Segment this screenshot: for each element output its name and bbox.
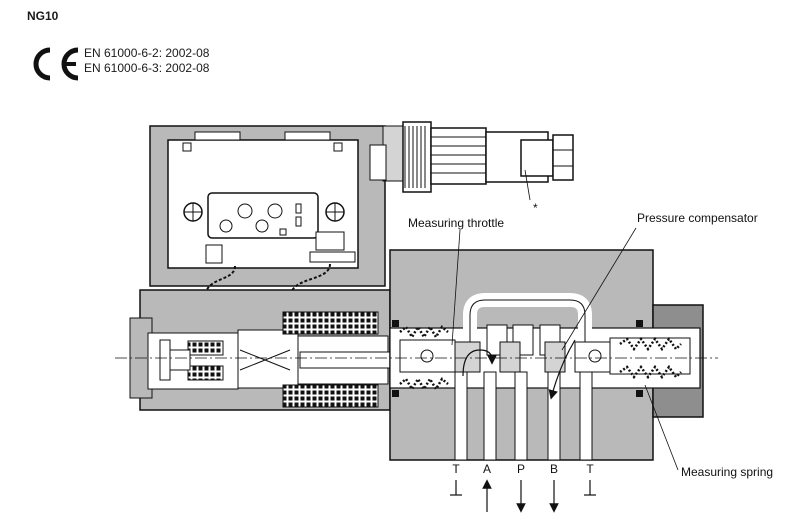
port-label-p: P xyxy=(517,462,525,476)
flow-arrow xyxy=(548,339,576,400)
model-title: NG10 xyxy=(27,9,59,23)
flow-arrow xyxy=(462,349,497,377)
callout-measuring-spring: Measuring spring xyxy=(681,465,773,479)
callout-asterisk: * xyxy=(533,201,538,215)
port-symbols xyxy=(450,479,596,513)
port-label-a: A xyxy=(483,462,491,476)
electronics-housing xyxy=(149,125,386,318)
standards-list: EN 61000-6-2: 2002-08 EN 61000-6-3: 2002… xyxy=(84,46,209,76)
port-label-t: T xyxy=(586,462,594,476)
valve-block xyxy=(389,249,704,461)
port-label-b: B xyxy=(550,462,558,476)
standard-line: EN 61000-6-3: 2002-08 xyxy=(84,61,210,75)
throttle-adjuster xyxy=(369,121,574,193)
callout-pressure-compensator: Pressure compensator xyxy=(637,211,758,225)
solenoid-body xyxy=(129,289,391,411)
ce-mark-icon xyxy=(33,47,79,81)
standard-line: EN 61000-6-2: 2002-08 xyxy=(84,46,210,60)
port-label-t: T xyxy=(452,462,460,476)
callout-measuring-throttle: Measuring throttle xyxy=(408,216,504,230)
